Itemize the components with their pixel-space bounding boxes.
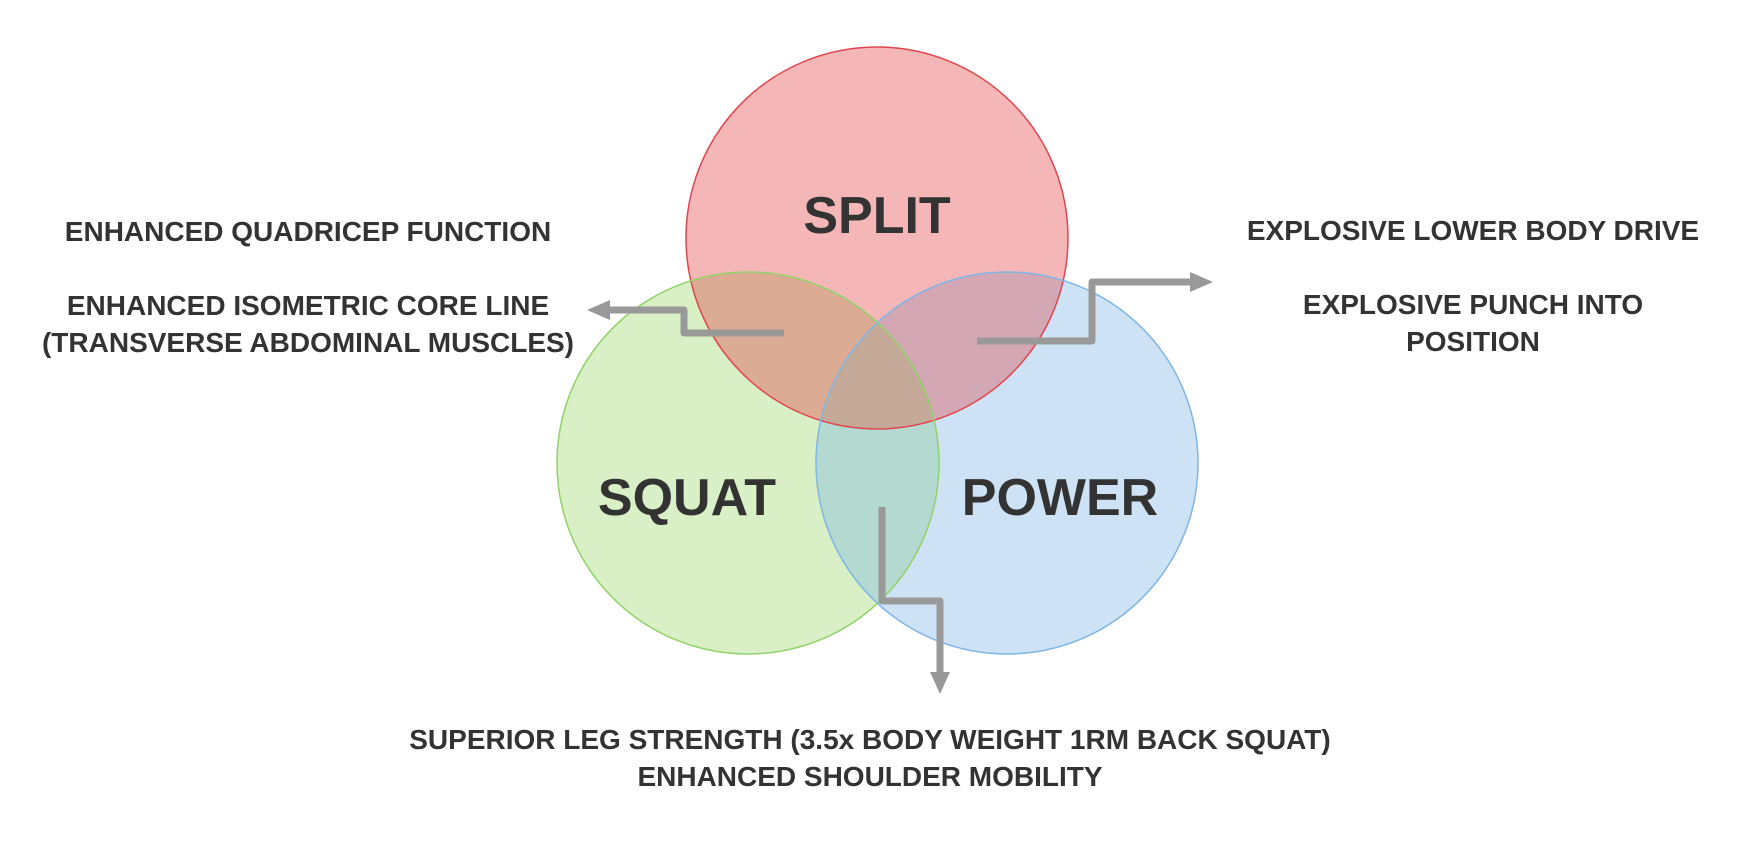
arrow-left-icon (587, 300, 610, 320)
power-circle-outline (815, 271, 1199, 655)
split-label: SPLIT (803, 187, 951, 245)
split-squat-benefit-2: ENHANCED ISOMETRIC CORE LINE (TRANSVERSE… (41, 290, 574, 358)
split-squat-benefit-1: ENHANCED QUADRICEP FUNCTION (64, 216, 552, 247)
power-label: POWER (962, 469, 1158, 527)
split-power-benefit-1: EXPLOSIVE LOWER BODY DRIVE (1246, 215, 1700, 246)
squat-power-benefit-2: ENHANCED SHOULDER MOBILITY (637, 761, 1103, 792)
split-power-benefit-2: EXPLOSIVE PUNCH INTO POSITION (1302, 289, 1644, 357)
squat-power-benefit-1: SUPERIOR LEG STRENGTH (3.5x BODY WEIGHT … (409, 724, 1331, 755)
arrow-right-icon (1190, 272, 1213, 292)
split-circle-outline (685, 46, 1069, 430)
split-power-connector (977, 278, 1190, 345)
squat-circle-outline (556, 271, 940, 655)
split-squat-connector (610, 306, 784, 337)
squat-power-connector (878, 507, 944, 672)
squat-label: SQUAT (598, 469, 776, 527)
center-overlap (816, 272, 939, 429)
arrow-down-icon (930, 672, 950, 694)
